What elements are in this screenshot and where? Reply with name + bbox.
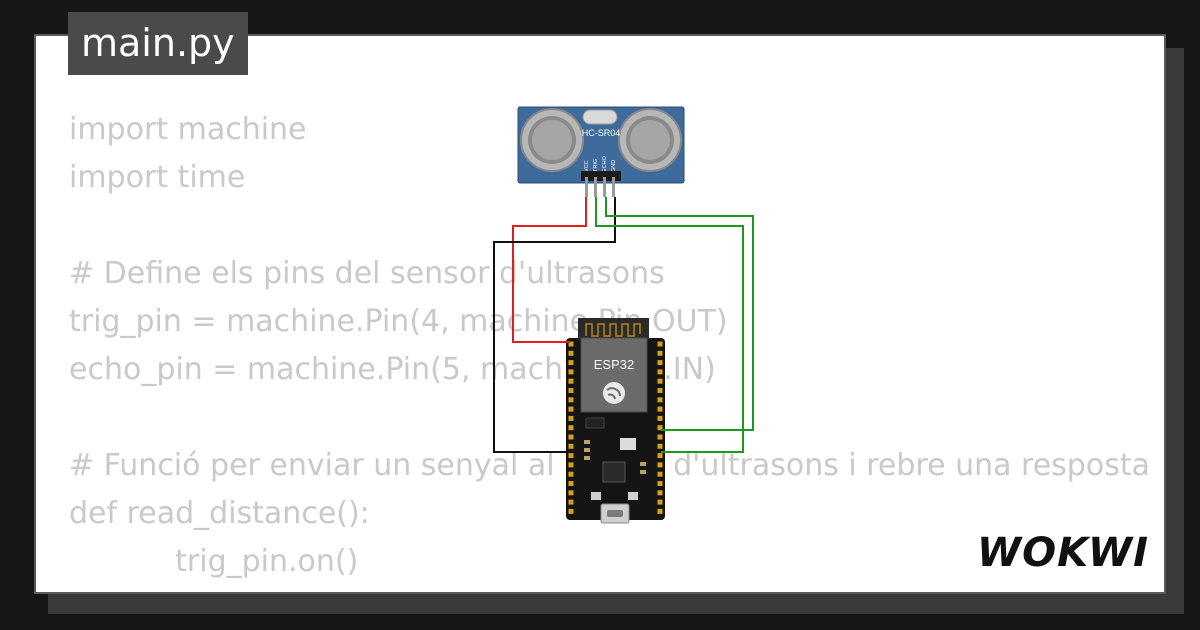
sensor-pin [585, 177, 588, 197]
button-boot [585, 417, 605, 429]
code-line: import time [69, 160, 246, 195]
antenna-trace-icon [585, 323, 641, 337]
header-pin [657, 360, 663, 366]
transducer-right-icon [618, 108, 682, 172]
code-line: trig_pin = machine.Pin(4, machine.Pin.OU… [69, 304, 728, 339]
ultrasonic-sensor[interactable]: HC-SR04 VCC TRIG ECHO GND [517, 106, 685, 197]
sensor-pin-label: TRIG [593, 159, 599, 172]
header-pin [657, 388, 663, 393]
header-pin [657, 490, 663, 496]
button-en [591, 492, 601, 500]
pin-column-left [568, 341, 574, 514]
file-tab[interactable]: main.py [68, 12, 248, 75]
header-pin [657, 378, 663, 384]
code-line: import machine [69, 112, 307, 147]
sensor-pin-header [581, 171, 621, 181]
sensor-model-label: HC-SR04 [582, 128, 621, 138]
header-pin [568, 360, 574, 366]
header-pin [568, 406, 574, 412]
wokwi-logo-text: WOKWI [977, 530, 1149, 576]
header-pin [568, 350, 574, 356]
antenna-area [578, 318, 649, 340]
header-pin [657, 434, 663, 440]
header-pin [657, 369, 663, 375]
header-pin [657, 425, 663, 431]
regulator-icon [620, 438, 636, 450]
header-pin [657, 462, 663, 468]
header-pin [657, 508, 663, 514]
header-pin [568, 499, 574, 505]
code-line: def read_distance(): [69, 496, 370, 531]
header-pin [657, 397, 663, 403]
header-pin [568, 462, 574, 468]
sensor-pin-label: ECHO [602, 155, 608, 172]
header-pin [568, 397, 574, 403]
sensor-pin [594, 177, 597, 197]
button-io0 [628, 492, 638, 500]
code-line: trig_pin.on() [137, 544, 359, 579]
header-pin [568, 341, 574, 347]
header-pin [657, 499, 663, 505]
espressif-logo-icon [603, 382, 625, 404]
header-pin [568, 471, 574, 477]
header-pin [657, 406, 663, 412]
code-line: # Define els pins del sensor d'ultrasons [69, 256, 665, 291]
header-pin [657, 453, 663, 459]
usb-chip-icon [602, 461, 626, 483]
header-pin [568, 508, 574, 514]
wire-echo [605, 197, 754, 431]
wokwi-logo: WOKWI [977, 530, 1149, 576]
header-pin [568, 369, 574, 375]
crystal-icon [582, 109, 618, 125]
header-pin [568, 378, 574, 384]
header-pin [657, 481, 663, 486]
transducer-left-icon [520, 108, 584, 172]
header-pin [568, 481, 574, 486]
header-pin [657, 350, 663, 356]
header-pin [568, 434, 574, 440]
wire-trig [595, 197, 744, 453]
header-pin [657, 415, 663, 421]
header-pin [568, 443, 574, 449]
header-pin [568, 490, 574, 496]
header-pin [657, 341, 663, 347]
wire-vcc [512, 197, 587, 343]
header-pin [568, 415, 574, 421]
esp32-board[interactable]: ESP32 [566, 318, 665, 524]
sensor-pin [603, 177, 606, 197]
header-pin [657, 471, 663, 477]
header-pin [568, 388, 574, 393]
board-label: ESP32 [594, 357, 634, 372]
header-pin [568, 425, 574, 431]
sensor-pin-label: GND [611, 160, 617, 172]
header-pin [568, 453, 574, 459]
code-preview: import machine import time # Define els pi… [69, 106, 1150, 592]
header-pin [657, 443, 663, 449]
sensor-pin-label: VCC [584, 160, 590, 172]
pin-column-right [657, 341, 663, 514]
sensor-pin [612, 177, 615, 197]
